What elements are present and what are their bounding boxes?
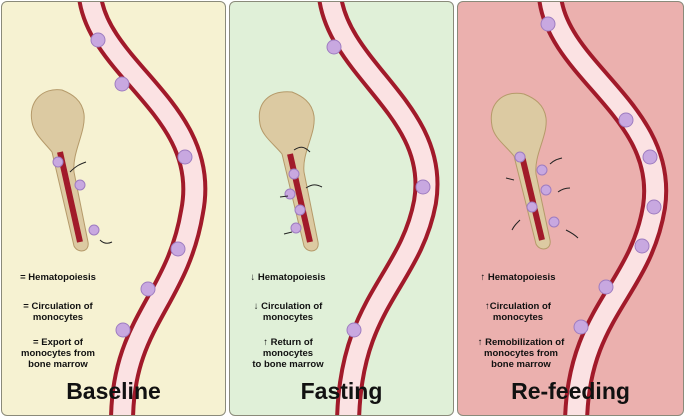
- note-circulation: ↓ Circulation of monocytes: [253, 301, 323, 323]
- bone: [258, 91, 319, 252]
- arrow-icons: [279, 146, 323, 235]
- panel-title-fasting: Fasting: [300, 378, 383, 404]
- note-circulation: = Circulation of monocytes: [23, 301, 93, 323]
- panel-refeeding: ↑ Hematopoiesis ↑Circulation of monocyte…: [457, 1, 684, 416]
- panel-title-refeeding: Re-feeding: [511, 378, 630, 404]
- panel-title-baseline: Baseline: [66, 378, 161, 404]
- bone: [30, 89, 89, 252]
- panel-baseline: = Hematopoiesis = Circulation of monocyt…: [1, 1, 226, 416]
- panel-refeeding-illustration: [490, 2, 669, 415]
- monocyte-icons: [284, 39, 431, 338]
- panel-fasting: ↓ Hematopoiesis ↓ Circulation of monocyt…: [229, 1, 454, 416]
- note-export: = Export of monocytes from bone marrow: [21, 337, 95, 370]
- panel-baseline-illustration: [30, 2, 208, 415]
- blood-vessel: [77, 2, 208, 415]
- note-circulation: ↑Circulation of monocytes: [485, 301, 551, 323]
- arrow-icons: [505, 157, 579, 239]
- note-hematopoiesis: = Hematopoiesis: [20, 272, 96, 283]
- panel-fasting-illustration: [258, 2, 440, 415]
- note-hematopoiesis: ↓ Hematopoiesis: [250, 272, 326, 283]
- note-remobilization: ↑ Remobilization of monocytes from bone …: [477, 337, 565, 370]
- note-hematopoiesis: ↑ Hematopoiesis: [480, 272, 556, 283]
- arrow-icons: [69, 161, 113, 244]
- note-return: ↑ Return of monocytes to bone marrow: [252, 337, 324, 370]
- monocyte-icons: [514, 16, 662, 335]
- blood-vessel: [317, 2, 440, 415]
- monocyte-icons: [52, 32, 193, 338]
